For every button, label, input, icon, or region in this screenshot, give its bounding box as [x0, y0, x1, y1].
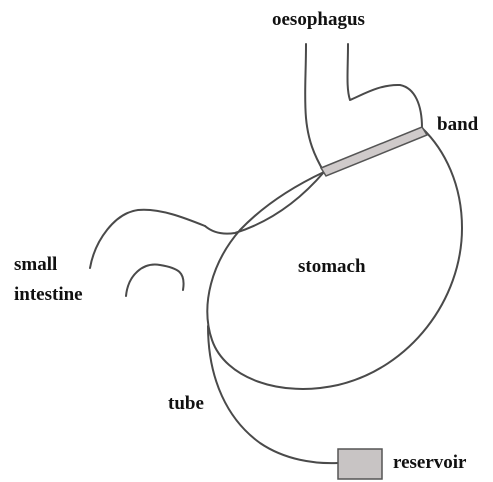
small-intestine-label-line2: intestine — [14, 284, 83, 306]
gastric-band — [321, 127, 427, 176]
tube-label: tube — [168, 393, 204, 415]
oesophagus-left-wall — [305, 44, 324, 172]
small-intestine-lower-wall — [126, 265, 184, 296]
access-tube — [208, 326, 338, 463]
reservoir-label: reservoir — [393, 452, 467, 474]
stomach-label: stomach — [298, 256, 366, 278]
band-label: band — [437, 114, 478, 136]
oesophagus-right-wall-and-pouch — [348, 44, 423, 128]
small-intestine-upper-wall — [90, 210, 205, 268]
oesophagus-label: oesophagus — [272, 9, 365, 31]
small-intestine-label-line1: small — [14, 254, 57, 276]
reservoir-box — [338, 449, 382, 479]
